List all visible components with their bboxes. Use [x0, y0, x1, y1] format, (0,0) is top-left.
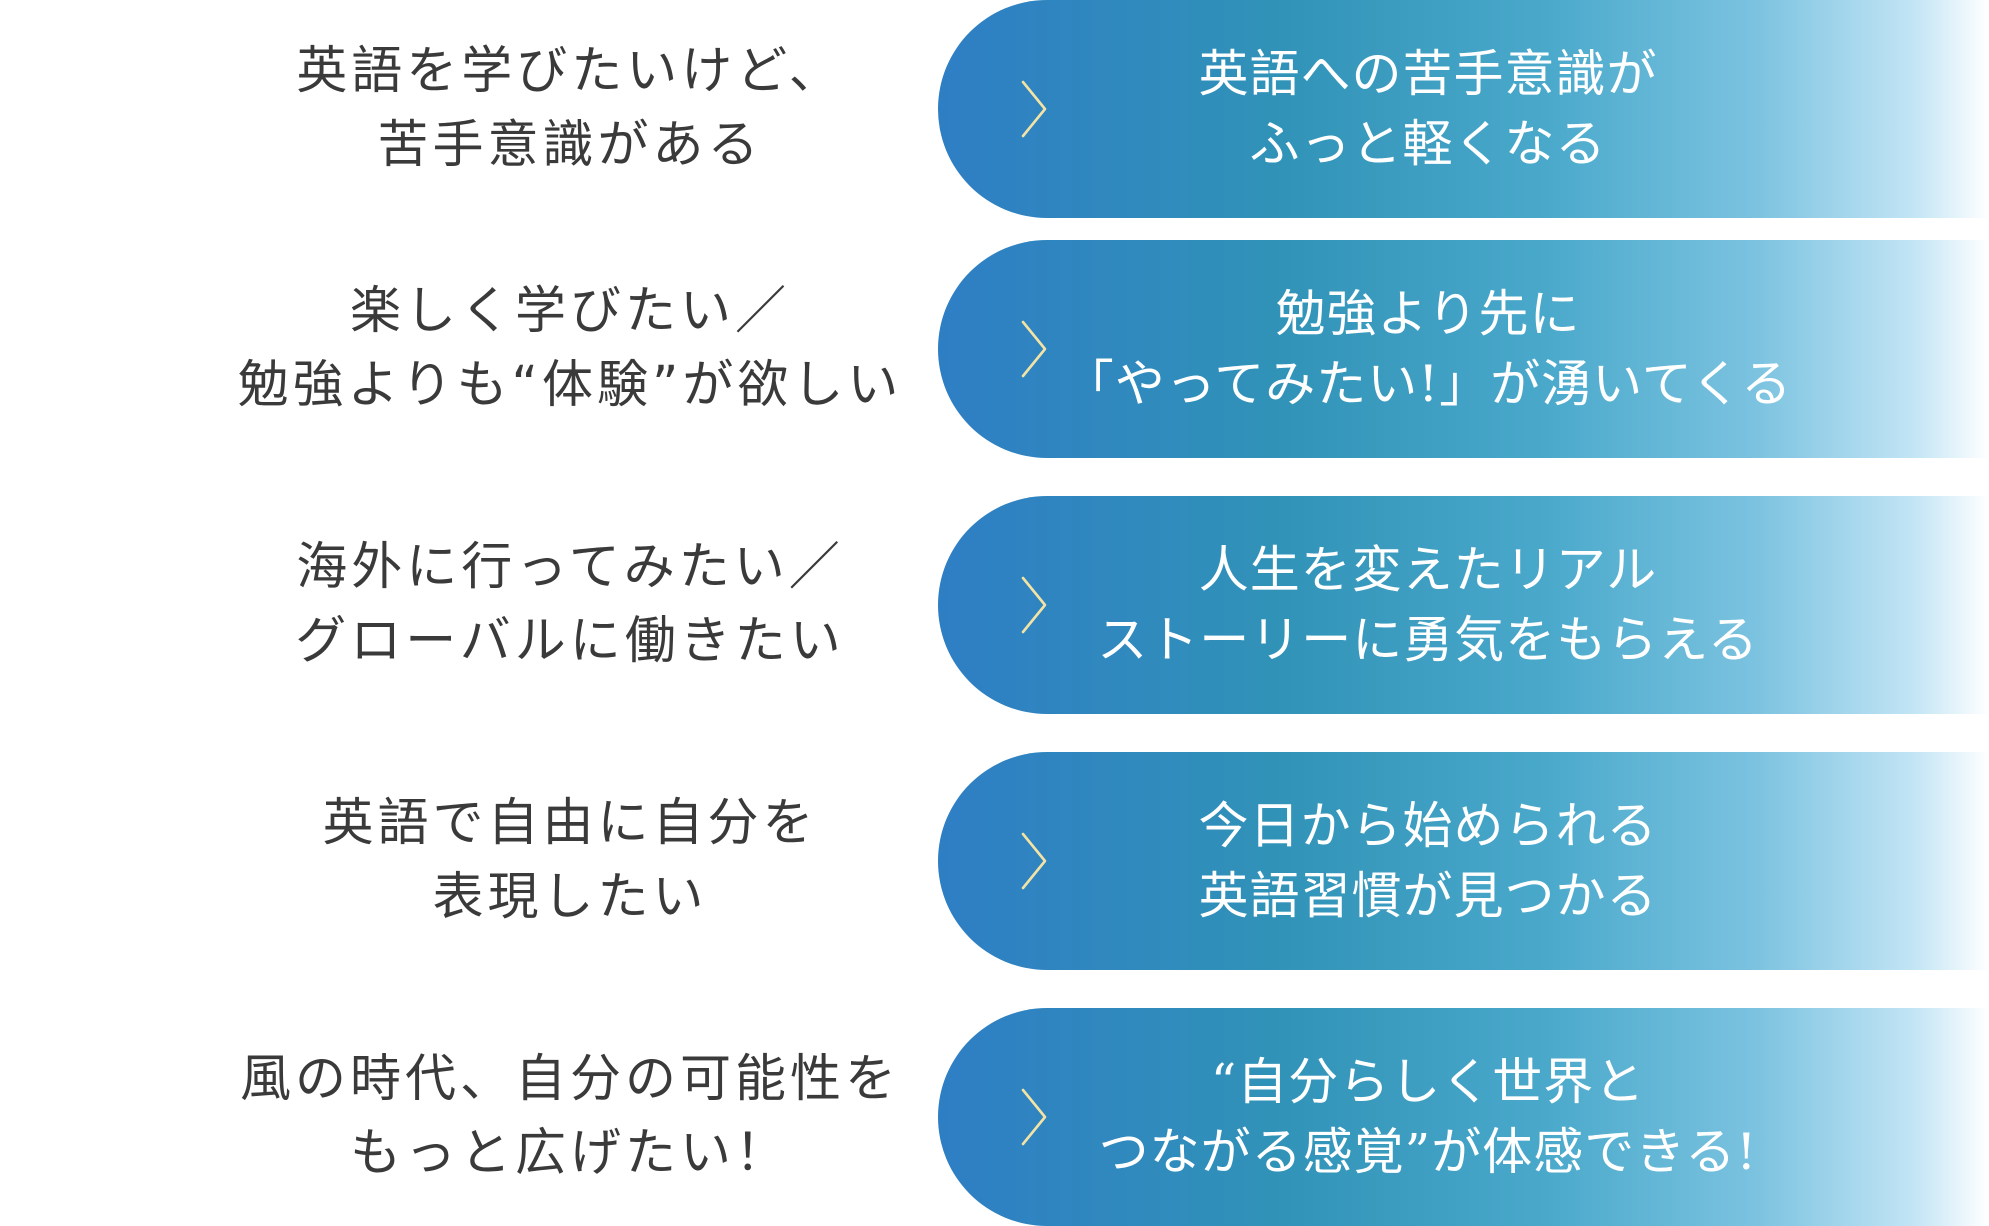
problem-text: 英語で自由に自分を 表現したい	[200, 752, 940, 970]
benefit-line: つながる感覚”が体感できる!	[1098, 1123, 1758, 1181]
benefit-line: “自分らしく世界と	[1210, 1053, 1646, 1111]
benefit-line: 英語習慣が見つかる	[1198, 867, 1658, 925]
benefit-pill: 英語への苦手意識が ふっと軽くなる	[938, 0, 1989, 218]
benefit-pill: 今日から始められる 英語習慣が見つかる	[938, 752, 1989, 970]
benefit-text: 人生を変えたリアル ストーリーに勇気をもらえる	[1048, 496, 1808, 714]
problem-line: 英語を学びたいけど、	[296, 42, 844, 101]
problem-line: 表現したい	[432, 868, 708, 927]
problem-text: 楽しく学びたい／ 勉強よりも“体験”が欲しい	[200, 240, 940, 458]
benefit-line: ストーリーに勇気をもらえる	[1097, 611, 1759, 669]
chevron-right-icon	[1021, 832, 1047, 890]
benefit-line: 勉強より先に	[1275, 285, 1581, 343]
list-item: 風の時代、自分の可能性を もっと広げたい！ “自分らしく世界と つながる感覚”が…	[0, 1008, 1989, 1226]
chevron-right-icon	[1021, 1088, 1047, 1146]
problem-line: 苦手意識がある	[377, 116, 763, 175]
problem-text: 風の時代、自分の可能性を もっと広げたい！	[200, 1008, 940, 1226]
problem-line: もっと広げたい！	[349, 1124, 790, 1183]
problem-line: 海外に行ってみたい／	[296, 538, 844, 597]
benefit-line: ふっと軽くなる	[1249, 115, 1607, 173]
problem-line: グローバルに働きたい	[295, 612, 845, 671]
benefit-line: 「やってみたい!」が湧いてくる	[1063, 355, 1793, 413]
benefit-text: 今日から始められる 英語習慣が見つかる	[1048, 752, 1808, 970]
benefit-pill: “自分らしく世界と つながる感覚”が体感できる!	[938, 1008, 1989, 1226]
benefit-pill: 人生を変えたリアル ストーリーに勇気をもらえる	[938, 496, 1989, 714]
list-item: 楽しく学びたい／ 勉強よりも“体験”が欲しい 勉強より先に 「やってみたい!」が…	[0, 240, 1989, 458]
chevron-right-icon	[1021, 320, 1047, 378]
benefit-line: 人生を変えたリアル	[1198, 541, 1658, 599]
chevron-right-icon	[1021, 576, 1047, 634]
problem-line: 楽しく学びたい／	[349, 282, 790, 341]
benefit-text: 英語への苦手意識が ふっと軽くなる	[1048, 0, 1808, 218]
list-item: 英語で自由に自分を 表現したい 今日から始められる 英語習慣が見つかる	[0, 752, 1989, 970]
chevron-right-icon	[1021, 80, 1047, 138]
benefit-text: 勉強より先に 「やってみたい!」が湧いてくる	[1048, 240, 1808, 458]
problem-text: 海外に行ってみたい／ グローバルに働きたい	[200, 496, 940, 714]
benefit-line: 英語への苦手意識が	[1198, 45, 1658, 103]
list-item: 海外に行ってみたい／ グローバルに働きたい 人生を変えたリアル ストーリーに勇気…	[0, 496, 1989, 714]
benefit-pill: 勉強より先に 「やってみたい!」が湧いてくる	[938, 240, 1989, 458]
problem-text: 英語を学びたいけど、 苦手意識がある	[200, 0, 940, 218]
list-item: 英語を学びたいけど、 苦手意識がある 英語への苦手意識が ふっと軽くなる	[0, 0, 1989, 218]
problem-line: 英語で自由に自分を	[322, 794, 818, 853]
problem-line: 風の時代、自分の可能性を	[239, 1050, 900, 1109]
problem-line: 勉強よりも“体験”が欲しい	[237, 356, 903, 415]
benefit-text: “自分らしく世界と つながる感覚”が体感できる!	[1048, 1008, 1808, 1226]
benefit-line: 今日から始められる	[1198, 797, 1658, 855]
